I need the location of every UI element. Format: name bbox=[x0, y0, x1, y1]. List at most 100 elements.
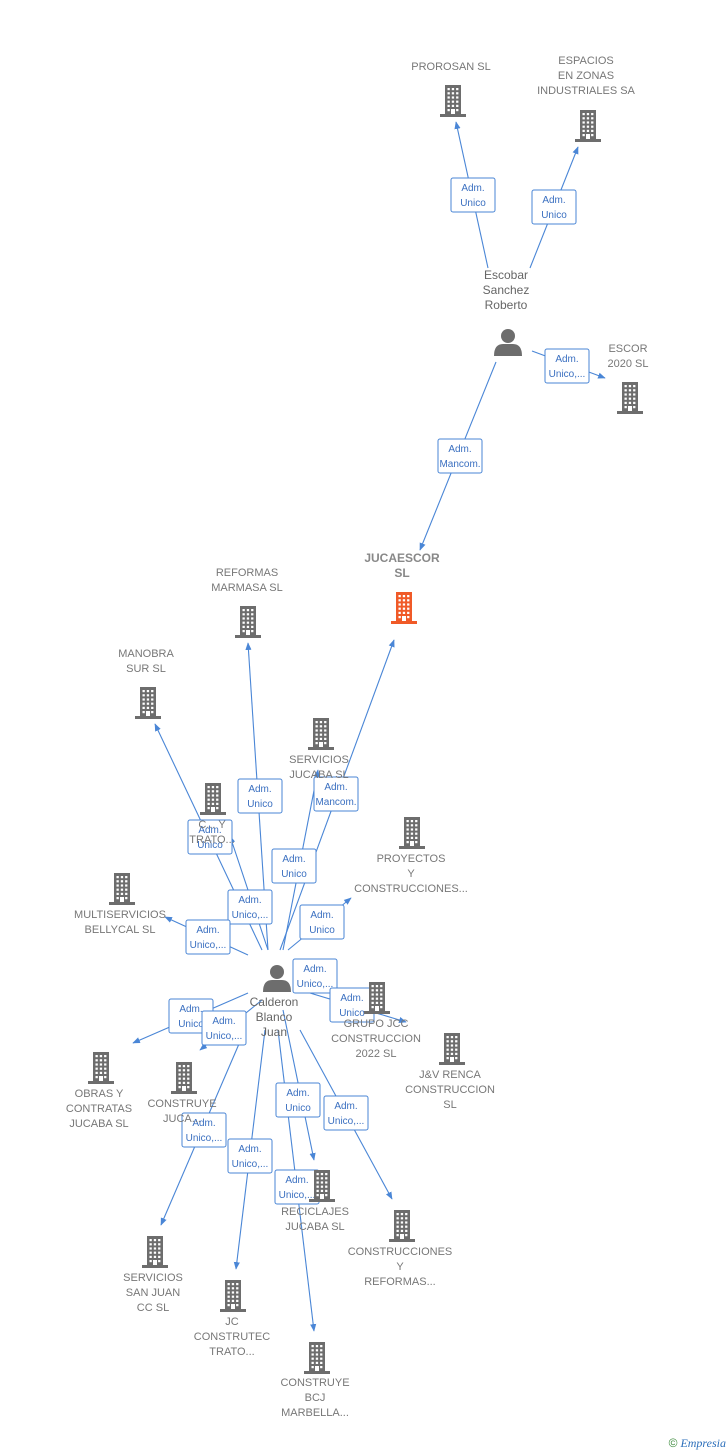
node-label: INDUSTRIALES SA bbox=[537, 85, 635, 97]
node-label: JC bbox=[225, 1316, 239, 1328]
node-label: Juan bbox=[261, 1025, 287, 1039]
building-icon bbox=[200, 783, 226, 815]
node-escor[interactable]: ESCOR 2020 SL bbox=[608, 343, 649, 414]
node-prorosan[interactable]: PROROSAN SL bbox=[411, 61, 491, 117]
node-label: EN ZONAS bbox=[558, 70, 614, 82]
building-icon bbox=[304, 1342, 330, 1374]
role-text: Adm. bbox=[179, 1004, 202, 1015]
node-label: Sanchez bbox=[483, 283, 530, 297]
role-text: Adm. bbox=[448, 444, 471, 455]
role-box bbox=[275, 1082, 321, 1118]
role-box bbox=[292, 958, 338, 994]
node-construyejucaba[interactable]: CONSTRUYEJUCA... bbox=[147, 1062, 217, 1125]
role-label[interactable]: Adm.Unico bbox=[329, 987, 375, 1023]
role-label[interactable]: Adm.Unico bbox=[187, 819, 233, 855]
person-icon bbox=[263, 965, 291, 992]
node-label: CONSTRUCCIONES bbox=[348, 1246, 453, 1258]
building-icon bbox=[389, 1210, 415, 1242]
role-text: Unico,... bbox=[297, 979, 334, 990]
building-icon bbox=[135, 687, 161, 719]
role-text: Mancom. bbox=[315, 797, 356, 808]
role-box bbox=[323, 1095, 369, 1131]
role-text: Mancom. bbox=[439, 459, 480, 470]
node-label: Blanco bbox=[256, 1010, 293, 1024]
role-label[interactable]: Adm.Unico bbox=[237, 778, 283, 814]
role-label[interactable]: Adm.Unico,... bbox=[544, 348, 590, 384]
node-label: BELLYCAL SL bbox=[85, 924, 156, 936]
role-label[interactable]: Adm. Mancom. bbox=[313, 776, 359, 812]
empresia-watermark: © Empresia bbox=[669, 1436, 726, 1451]
node-label: PROROSAN SL bbox=[411, 61, 490, 73]
brand-name: Empresia bbox=[680, 1436, 726, 1450]
node-label: ESCOR bbox=[608, 343, 647, 355]
role-box bbox=[201, 1010, 247, 1046]
node-cytrato[interactable]: C... YTRATO... bbox=[189, 783, 235, 846]
node-label: Roberto bbox=[485, 298, 528, 312]
role-text: Adm. bbox=[324, 782, 347, 793]
role-label[interactable]: Adm.Unico,... bbox=[274, 1169, 320, 1205]
node-label: TRATO... bbox=[189, 834, 234, 846]
role-box bbox=[313, 776, 359, 812]
node-label: REFORMAS... bbox=[364, 1276, 436, 1288]
role-text: Unico,... bbox=[232, 910, 269, 921]
role-label[interactable]: Adm. Unico,... bbox=[227, 889, 273, 925]
role-box bbox=[227, 889, 273, 925]
role-label[interactable]: Adm.Unico bbox=[450, 177, 496, 213]
node-construyebcj[interactable]: CONSTRUYEBCJMARBELLA... bbox=[280, 1342, 350, 1419]
role-text: Unico,... bbox=[186, 1133, 223, 1144]
building-icon bbox=[440, 85, 466, 117]
node-jcconstrutec[interactable]: JCCONSTRUTECTRATO... bbox=[194, 1280, 270, 1358]
node-label: PROYECTOS bbox=[377, 853, 446, 865]
building-icon bbox=[171, 1062, 197, 1094]
role-label[interactable]: Adm.Unico bbox=[275, 1082, 321, 1118]
role-text: Adm. bbox=[340, 993, 363, 1004]
node-label: 2020 SL bbox=[608, 358, 649, 370]
role-text: Adm. bbox=[303, 964, 326, 975]
role-label[interactable]: Adm.Unico,... bbox=[185, 919, 231, 955]
role-label[interactable]: Adm. Mancom. bbox=[437, 438, 483, 474]
role-box bbox=[544, 348, 590, 384]
node-label: 2022 SL bbox=[356, 1048, 397, 1060]
role-label[interactable]: Adm. Unico bbox=[299, 904, 345, 940]
node-label: REFORMAS bbox=[216, 567, 278, 579]
person-icon bbox=[494, 329, 522, 356]
role-text: Unico bbox=[309, 925, 335, 936]
role-label[interactable]: Adm.Unico,... bbox=[181, 1112, 227, 1148]
role-box bbox=[299, 904, 345, 940]
role-text: Adm. bbox=[238, 1144, 261, 1155]
role-label[interactable]: Adm.Unico,... bbox=[323, 1095, 369, 1131]
edges-layer bbox=[132, 121, 606, 1332]
node-label: SERVICIOS bbox=[123, 1272, 183, 1284]
node-construcciones[interactable]: CONSTRUCCIONESYREFORMAS... bbox=[348, 1210, 453, 1288]
node-proyectos[interactable]: PROYECTOSYCONSTRUCCIONES... bbox=[354, 817, 468, 895]
node-label: CONSTRUYE bbox=[280, 1377, 349, 1389]
role-label[interactable]: Adm.Unico bbox=[271, 848, 317, 884]
role-text: Adm. bbox=[310, 910, 333, 921]
role-text: Adm. bbox=[238, 895, 261, 906]
role-text: Adm. bbox=[542, 195, 565, 206]
role-label[interactable]: Adm.Unico,... bbox=[201, 1010, 247, 1046]
role-label[interactable]: Adm.Unico,... bbox=[227, 1138, 273, 1174]
node-label: CONTRATAS bbox=[66, 1103, 132, 1115]
node-label: JUCAESCOR bbox=[364, 551, 440, 565]
role-box bbox=[185, 919, 231, 955]
copyright-symbol: © bbox=[668, 1436, 678, 1450]
role-text: Adm. bbox=[248, 784, 271, 795]
role-text: Adm. bbox=[334, 1101, 357, 1112]
role-label[interactable]: Adm.Unico bbox=[531, 189, 577, 225]
role-label[interactable]: Adm. Unico,... bbox=[292, 958, 338, 994]
